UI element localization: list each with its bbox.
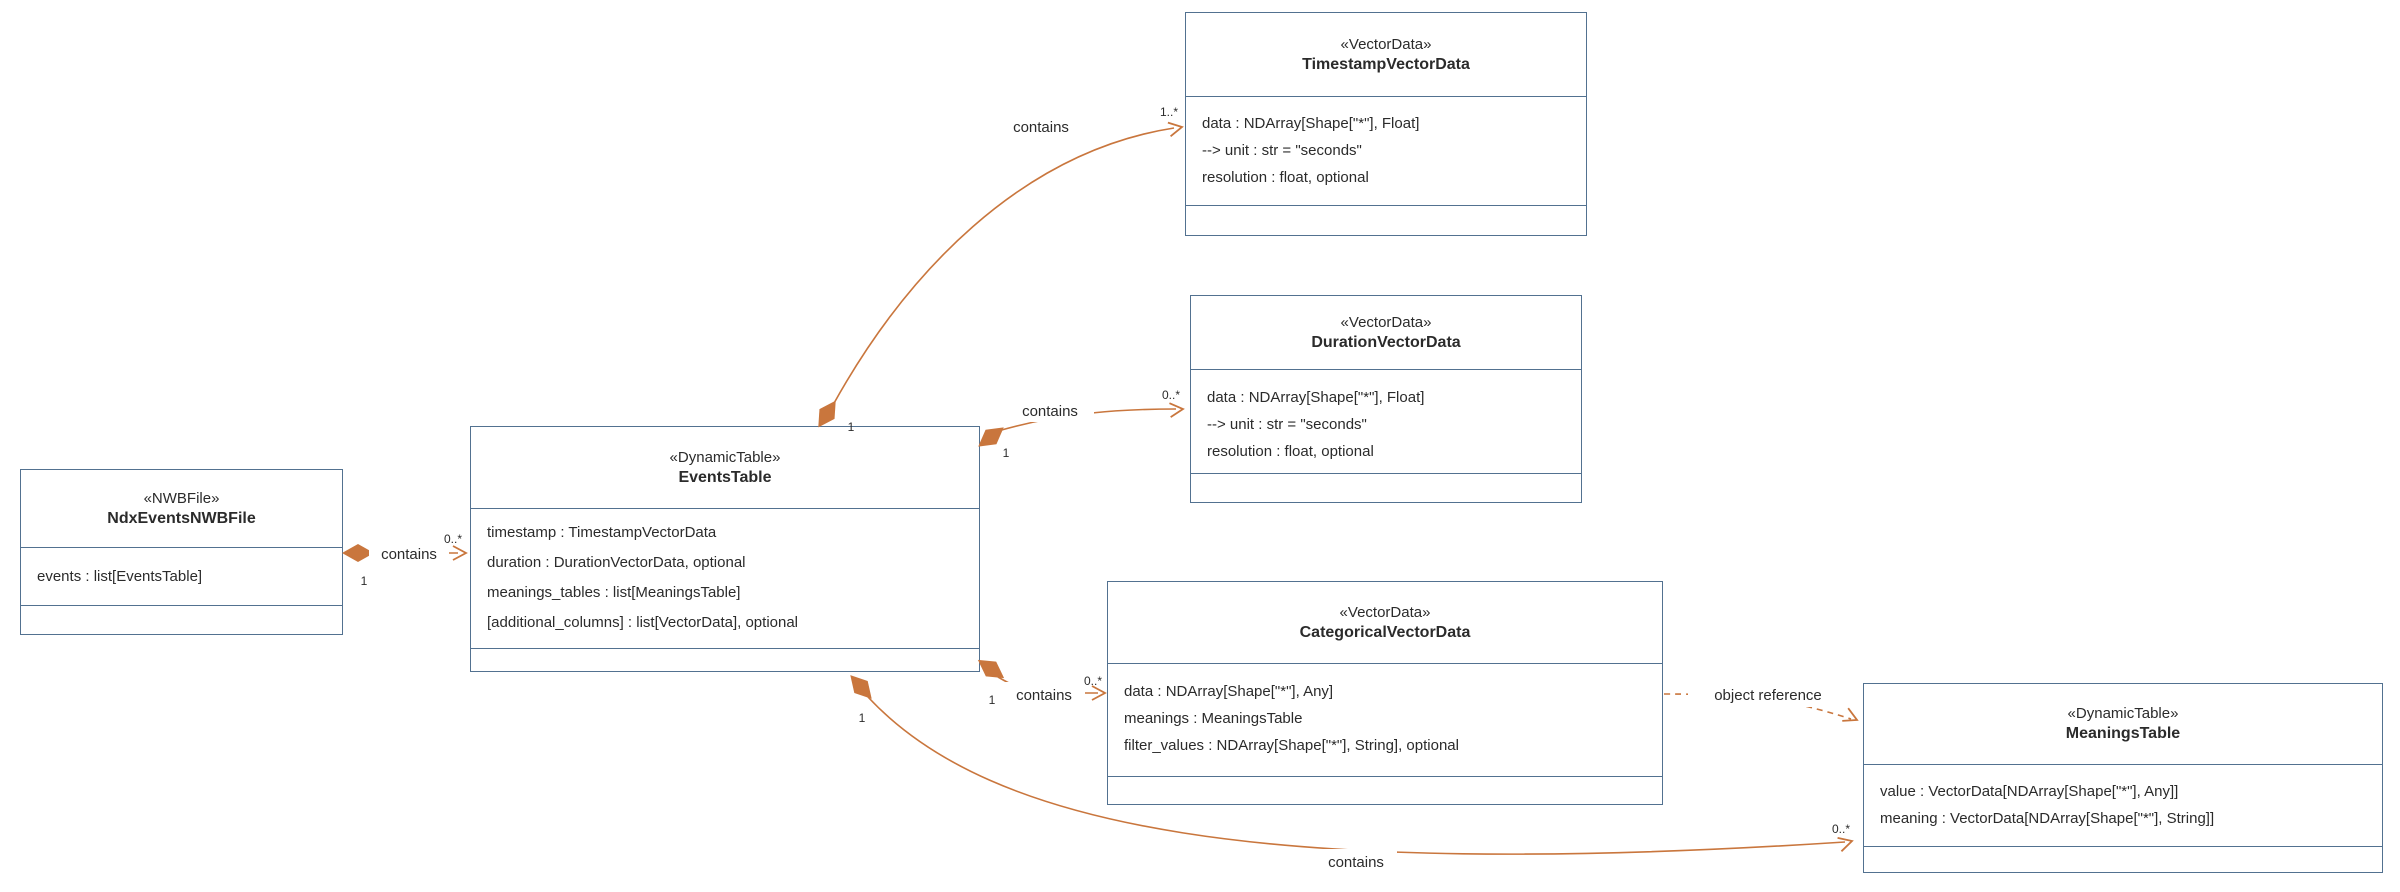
edge-label: contains [381,546,437,563]
attributes-compartment: timestamp : TimestampVectorData duration… [471,508,979,648]
methods-compartment-empty [1864,846,2382,872]
edge-categoricalvectordata-objectreference-meaningstable: object reference [1663,682,1859,722]
edge-path [997,408,1177,432]
methods-compartment-empty [471,648,979,671]
source-multiplicity: 1 [859,711,866,725]
edge-eventstable-contains-categoricalvectordata: contains 1 0..* [977,659,1107,707]
class-categorical-vector-data: «VectorData» CategoricalVectorData data … [1107,581,1663,805]
target-multiplicity: 0..* [1832,822,1850,836]
class-header: «VectorData» TimestampVectorData [1186,13,1586,96]
class-header: «DynamicTable» EventsTable [471,427,979,508]
edge-label-bg [369,541,449,565]
class-name: CategoricalVectorData [1299,623,1471,641]
attribute-row: data : NDArray[Shape["*"], Any] [1124,683,1334,700]
class-name: DurationVectorData [1311,333,1461,351]
stereotype-label: «DynamicTable» [669,448,781,466]
attribute-row: --> unit : str = "seconds" [1207,416,1367,433]
methods-compartment-empty [1186,205,1586,235]
edge-label-bg [1003,682,1085,706]
composition-diamond-icon [342,544,374,562]
edge-label-bg [1315,849,1397,873]
class-name: NdxEventsNWBFile [107,509,256,527]
class-ndx-events-nwb-file: «NWBFile» NdxEventsNWBFile events : list… [20,469,343,635]
arrowhead-icon [1837,836,1854,852]
edge-label: contains [1022,403,1078,420]
attributes-compartment: events : list[EventsTable] [21,547,342,605]
edge-eventstable-contains-timestampvectordata: contains 1 1..* [818,105,1184,434]
attribute-row: timestamp : TimestampVectorData [487,524,717,541]
arrowhead-icon [1091,685,1107,701]
class-duration-vector-data: «VectorData» DurationVectorData data : N… [1190,295,1582,503]
attributes-compartment: value : VectorData[NDArray[Shape["*"], A… [1864,764,2382,846]
edge-path [1663,693,1852,720]
stereotype-label: «VectorData» [1340,35,1432,53]
edge-label-bg [1688,682,1848,707]
edge-path [832,127,1175,406]
edge-label: contains [1016,687,1072,704]
arrowhead-icon [1169,402,1185,418]
composition-diamond-icon [850,675,872,699]
target-multiplicity: 1..* [1160,105,1178,119]
attribute-row: meanings_tables : list[MeaningsTable] [487,584,741,601]
edge-label: object reference [1714,687,1822,704]
class-name: TimestampVectorData [1302,55,1470,73]
edge-path [997,676,1098,694]
methods-compartment-empty [1191,473,1581,502]
class-header: «VectorData» DurationVectorData [1191,296,1581,369]
class-header: «DynamicTable» MeaningsTable [1864,684,2382,764]
attributes-compartment: data : NDArray[Shape["*"], Float] --> un… [1186,96,1586,205]
source-multiplicity: 1 [361,574,368,588]
stereotype-label: «VectorData» [1340,313,1432,331]
attribute-row: data : NDArray[Shape["*"], Float] [1202,115,1420,132]
target-multiplicity: 0..* [1084,674,1102,688]
stereotype-label: «NWBFile» [143,489,220,507]
methods-compartment-empty [1108,776,1662,804]
stereotype-label: «VectorData» [1339,603,1431,621]
attribute-row: events : list[EventsTable] [37,568,203,585]
class-meanings-table: «DynamicTable» MeaningsTable value : Vec… [1863,683,2383,873]
class-header: «VectorData» CategoricalVectorData [1108,582,1662,663]
edge-label: contains [1328,854,1384,871]
class-name: EventsTable [678,468,772,486]
target-multiplicity: 0..* [444,532,462,546]
class-name: MeaningsTable [2065,725,2181,742]
attribute-row: filter_values : NDArray[Shape["*"], Stri… [1124,737,1459,754]
attribute-row: [additional_columns] : list[VectorData],… [487,614,799,631]
methods-compartment-empty [21,605,342,634]
edge-label-bg [1000,114,1082,138]
attribute-row: resolution : float, optional [1202,169,1369,186]
edge-eventstable-contains-durationvectordata: contains 1 0..* [978,388,1185,460]
attribute-row: meaning : VectorData[NDArray[Shape["*"],… [1880,810,2215,827]
source-multiplicity: 1 [1003,446,1010,460]
arrowhead-icon [1167,121,1184,138]
class-events-table: «DynamicTable» EventsTable timestamp : T… [470,426,980,672]
edge-label-bg [1006,398,1094,422]
attributes-compartment: data : NDArray[Shape["*"], Float] --> un… [1191,369,1581,473]
arrowhead-icon [452,545,468,561]
attribute-row: resolution : float, optional [1207,443,1374,460]
arrowhead-icon [1842,707,1859,722]
attribute-row: --> unit : str = "seconds" [1202,142,1362,159]
attributes-compartment: data : NDArray[Shape["*"], Any] meanings… [1108,663,1662,776]
attribute-row: value : VectorData[NDArray[Shape["*"], A… [1880,783,2179,800]
class-header: «NWBFile» NdxEventsNWBFile [21,470,342,547]
edge-label: contains [1013,119,1069,136]
target-multiplicity: 0..* [1162,388,1180,402]
source-multiplicity: 1 [989,693,996,707]
attribute-row: data : NDArray[Shape["*"], Float] [1207,389,1425,406]
class-timestamp-vector-data: «VectorData» TimestampVectorData data : … [1185,12,1587,236]
attribute-row: duration : DurationVectorData, optional [487,554,746,571]
edge-nwbfile-contains-eventstable: contains 1 0..* [342,532,468,588]
attribute-row: meanings : MeaningsTable [1124,710,1303,727]
stereotype-label: «DynamicTable» [2067,705,2179,722]
